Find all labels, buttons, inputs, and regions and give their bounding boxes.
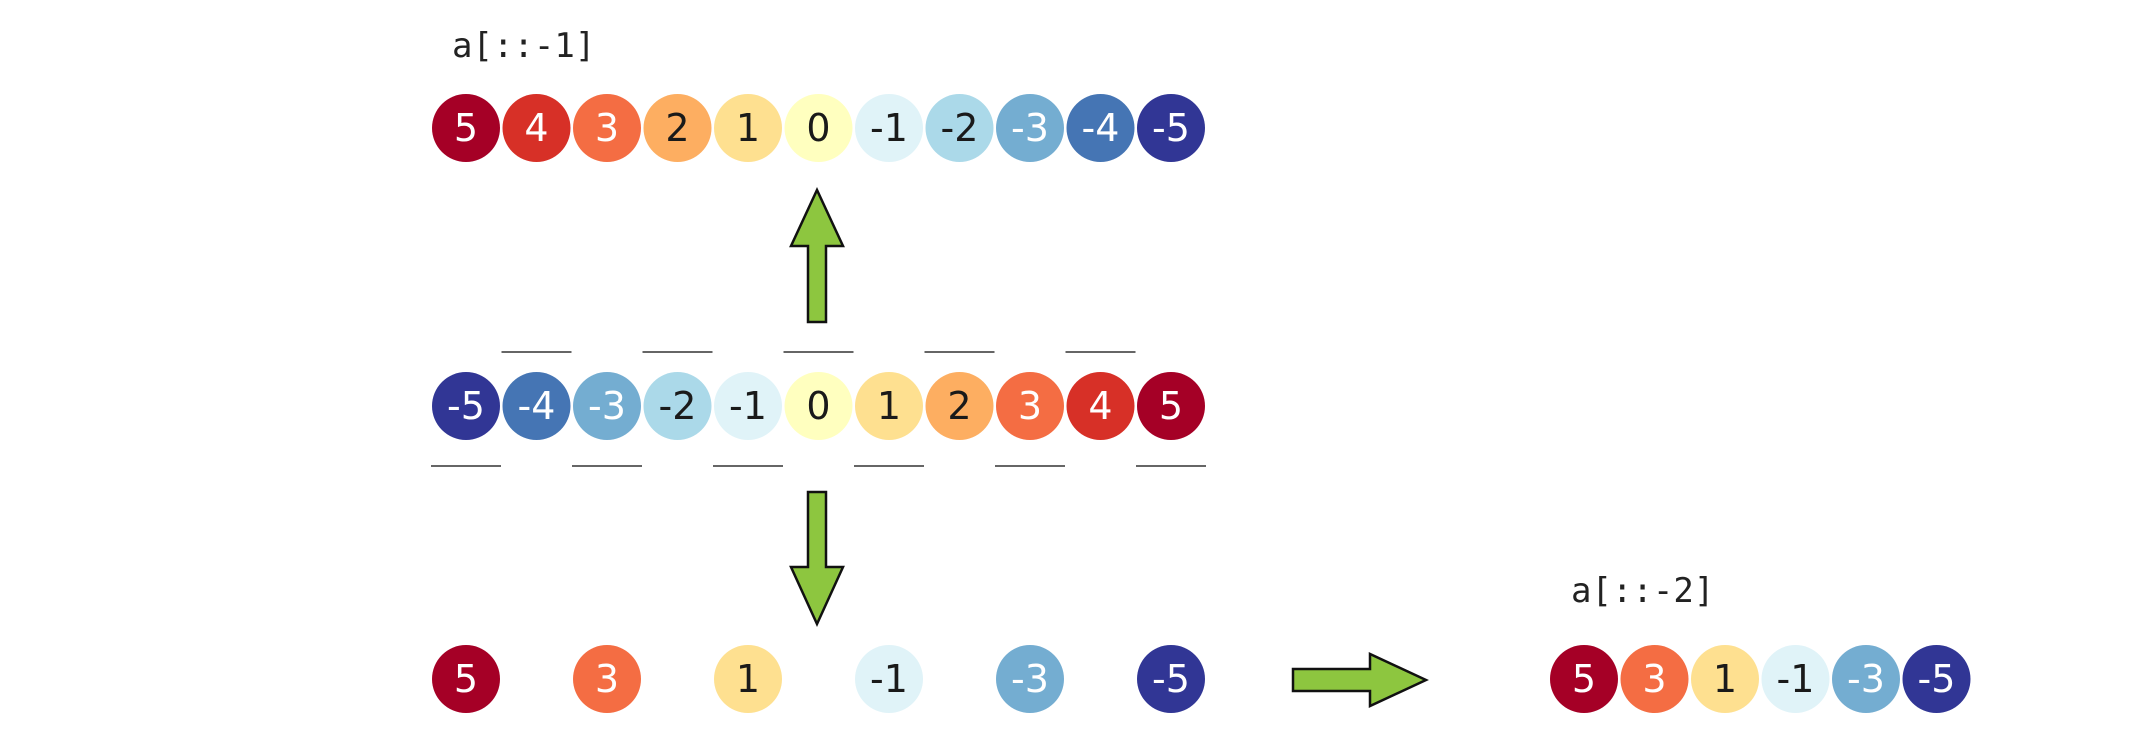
result-row: 5 3 1 -1 -3 -5	[1550, 645, 1971, 713]
reversed-dot	[855, 94, 923, 162]
original-dot-label: 3	[1018, 384, 1042, 428]
reversed-dot-label: 5	[454, 106, 478, 150]
reversed-dot	[573, 94, 641, 162]
result-dot-label: 1	[1713, 657, 1737, 701]
picked_spread-dot	[855, 645, 923, 713]
picked_spread-dot	[1137, 645, 1205, 713]
original-dot-label: 0	[806, 384, 830, 428]
result-dot	[1691, 645, 1759, 713]
picked_spread-dot-label: 1	[736, 657, 760, 701]
reversed-dot-label: 3	[595, 106, 619, 150]
reversed-row: 5 4 3 2 1 0 -1 -2 -3 -4 -5	[432, 94, 1205, 162]
original-dot-label: 4	[1088, 384, 1112, 428]
result-dot-label: -5	[1918, 657, 1956, 701]
reversed-dot	[643, 94, 712, 162]
picked_spread-dot-label: 5	[454, 657, 478, 701]
reversed-dot	[1137, 94, 1205, 162]
original-row: -5 -4 -3 -2 -1 0 1 2 3 4 5	[432, 372, 1205, 440]
reverse-expr-label: a[::-1]	[452, 26, 595, 66]
original-dot-label: -1	[729, 384, 767, 428]
result-dot-label: 5	[1572, 657, 1596, 701]
original-dot	[714, 372, 782, 440]
original-dot-label: 2	[947, 384, 971, 428]
result-dot-label: -1	[1777, 657, 1815, 701]
picked_spread-dot	[996, 645, 1064, 713]
picked_spread-dot-label: -5	[1152, 657, 1190, 701]
reversed-dot	[432, 94, 500, 162]
step2-expr-label: a[::-2]	[1571, 571, 1714, 611]
reversed-dot	[1066, 94, 1135, 162]
reversed-dot-label: 2	[665, 106, 689, 150]
original-dot	[643, 372, 712, 440]
picked_spread-dot-label: -3	[1011, 657, 1049, 701]
reversed-dot	[502, 94, 571, 162]
original-dot-label: 5	[1159, 384, 1183, 428]
reversed-dot	[925, 94, 994, 162]
original-dot	[573, 372, 641, 440]
original-dot	[432, 372, 500, 440]
reversed-dot-label: -2	[941, 106, 979, 150]
reversed-dot-label: 0	[806, 106, 830, 150]
original-dot-label: -2	[659, 384, 697, 428]
picked-row: 5 3 1 -1 -3 -5	[432, 645, 1205, 713]
picked_spread-dot-label: 3	[595, 657, 619, 701]
result-dot	[1620, 645, 1689, 713]
reversed-dot-label: 1	[736, 106, 760, 150]
original-dot-label: 1	[877, 384, 901, 428]
picked_spread-dot	[714, 645, 782, 713]
result-dot	[1902, 645, 1971, 713]
reversed-dot-label: -1	[870, 106, 908, 150]
reversed-dot-label: -4	[1082, 106, 1120, 150]
reversed-dot-label: -3	[1011, 106, 1049, 150]
result-dot-label: -3	[1847, 657, 1885, 701]
reversed-dot	[996, 94, 1064, 162]
picked_spread-dot	[432, 645, 500, 713]
reversed-dot	[714, 94, 782, 162]
result-dot	[1550, 645, 1618, 713]
original-dot-label: -5	[447, 384, 485, 428]
original-dot	[855, 372, 923, 440]
original-dot	[1066, 372, 1135, 440]
down-arrow	[789, 490, 845, 628]
original-dot	[1137, 372, 1205, 440]
reversed-dot-label: 4	[524, 106, 548, 150]
picked_spread-dot	[573, 645, 641, 713]
result-dot	[1832, 645, 1900, 713]
result-dot	[1761, 645, 1830, 713]
original-dot	[925, 372, 994, 440]
result-dot-label: 3	[1642, 657, 1666, 701]
right-arrow	[1291, 652, 1429, 708]
selection-underlines	[431, 351, 1206, 467]
reversed-dot-label: -5	[1152, 106, 1190, 150]
arrows-group	[789, 187, 1429, 708]
original-dot	[996, 372, 1064, 440]
reversed-dot	[784, 94, 853, 162]
up-arrow	[789, 187, 845, 324]
original-dot-label: -3	[588, 384, 626, 428]
original-dot	[784, 372, 853, 440]
original-dot-label: -4	[518, 384, 556, 428]
original-dot	[502, 372, 571, 440]
picked_spread-dot-label: -1	[870, 657, 908, 701]
